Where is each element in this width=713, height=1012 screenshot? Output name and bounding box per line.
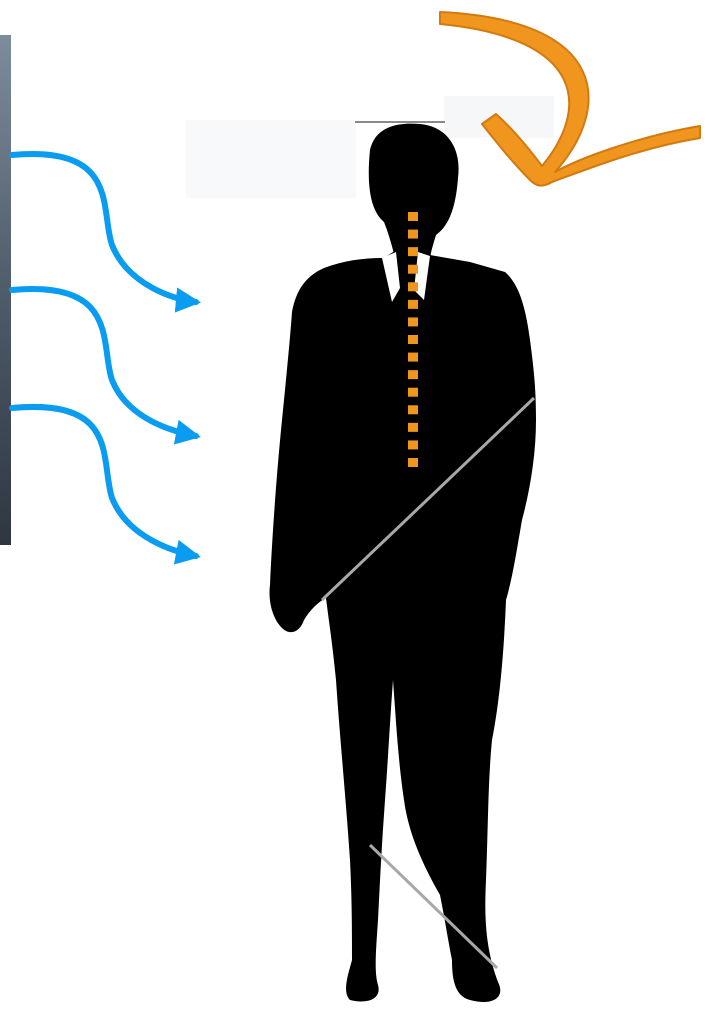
dotted-line-marker: [408, 247, 418, 256]
dotted-line-marker: [408, 300, 418, 309]
dotted-line-marker: [408, 317, 418, 326]
dotted-line-marker: [408, 388, 418, 397]
businessman-silhouette-icon: [270, 124, 537, 1002]
dotted-line-marker: [408, 423, 418, 432]
dotted-line-marker: [408, 405, 418, 414]
faint-background-fragment: [186, 120, 356, 198]
dotted-line-marker: [408, 458, 418, 467]
dotted-line-marker: [408, 212, 418, 221]
dotted-line-marker: [408, 230, 418, 239]
dotted-line-marker: [408, 353, 418, 362]
wave-arrow-icon: [12, 289, 196, 436]
dotted-line-marker: [408, 370, 418, 379]
wave-arrow-icon: [12, 154, 196, 302]
dotted-line: [408, 212, 418, 467]
dotted-line-marker: [408, 265, 418, 274]
dotted-line-marker: [408, 335, 418, 344]
dotted-line-marker: [408, 282, 418, 291]
dotted-line-marker: [408, 440, 418, 449]
